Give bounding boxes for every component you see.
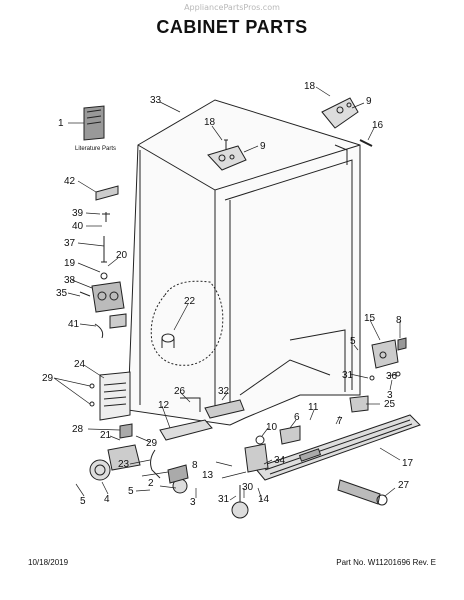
callout-32: 32 <box>218 386 230 397</box>
callout-10: 10 <box>266 422 278 433</box>
callout-3: 3 <box>387 390 393 401</box>
footer-date: 10/18/2019 <box>28 558 69 567</box>
callout-36: 36 <box>386 371 398 382</box>
callout-23: 23 <box>118 459 130 470</box>
callout-28: 28 <box>72 424 84 435</box>
callout-41: 41 <box>68 319 80 330</box>
drain-tubing <box>119 395 369 484</box>
callout-8b: 8 <box>192 460 198 471</box>
callout-17: 17 <box>402 458 414 469</box>
callout-15: 15 <box>364 313 376 324</box>
page-title: CABINET PARTS <box>156 17 308 37</box>
filter-tube <box>337 479 388 506</box>
callout-31b: 31 <box>218 494 230 505</box>
callout-4: 4 <box>104 494 110 505</box>
callout-18: 18 <box>304 81 316 92</box>
callout-22: 22 <box>184 296 196 307</box>
callout-40: 40 <box>72 221 84 232</box>
callout-13: 13 <box>202 470 214 481</box>
callout-6: 6 <box>294 412 300 423</box>
literature-label: Literature Parts <box>75 146 116 152</box>
callout-31: 31 <box>342 370 354 381</box>
watermark-text: AppliancePartsPros.com <box>184 3 280 12</box>
callout-labels: 33 18 9 16 1 18 9 42 39 40 37 20 19 38 3… <box>42 81 414 508</box>
callout-9: 9 <box>366 96 372 107</box>
callout-14: 14 <box>258 494 270 505</box>
water-valve-assembly <box>79 185 127 339</box>
callout-25: 25 <box>384 399 396 410</box>
callout-39: 39 <box>72 208 84 219</box>
callout-leaders <box>53 86 401 501</box>
freezer-liner <box>150 280 224 366</box>
callout-37: 37 <box>64 238 76 249</box>
callout-19: 19 <box>64 258 76 269</box>
rear-panel-grille <box>89 371 131 421</box>
callout-2: 2 <box>148 478 154 489</box>
callout-24: 24 <box>74 359 86 370</box>
footer-part-number: Part No. W11201696 Rev. E <box>336 558 436 567</box>
callout-38: 38 <box>64 275 76 286</box>
callout-11: 11 <box>308 402 319 413</box>
callout-26: 26 <box>174 386 186 397</box>
callout-34: 34 <box>274 455 286 466</box>
callout-5b: 5 <box>128 486 134 497</box>
callout-21: 21 <box>100 430 112 441</box>
toe-grille <box>254 414 421 481</box>
top-hinge-right <box>321 97 373 147</box>
callout-1: 1 <box>58 118 64 129</box>
roller-assemblies <box>89 444 249 519</box>
callout-12: 12 <box>158 400 170 411</box>
callout-7: 7 <box>337 416 343 427</box>
callout-42: 42 <box>64 176 76 187</box>
callout-8: 8 <box>396 315 402 326</box>
callout-29: 29 <box>42 373 54 384</box>
literature-parts <box>83 105 105 141</box>
callout-35: 35 <box>56 288 68 299</box>
callout-18b: 18 <box>204 117 216 128</box>
top-hinge-left <box>207 139 247 171</box>
cabinet-body <box>127 99 361 426</box>
lower-hinge-right <box>359 337 407 381</box>
callout-3b: 3 <box>190 497 196 508</box>
callout-9b: 9 <box>260 141 266 152</box>
callout-33: 33 <box>150 95 162 106</box>
callout-20: 20 <box>116 250 128 261</box>
callout-30: 30 <box>242 482 254 493</box>
callout-27: 27 <box>398 480 410 491</box>
callout-29b: 29 <box>146 438 158 449</box>
callout-5c: 5 <box>80 496 86 507</box>
callout-16: 16 <box>372 120 384 131</box>
callout-5: 5 <box>350 336 356 347</box>
